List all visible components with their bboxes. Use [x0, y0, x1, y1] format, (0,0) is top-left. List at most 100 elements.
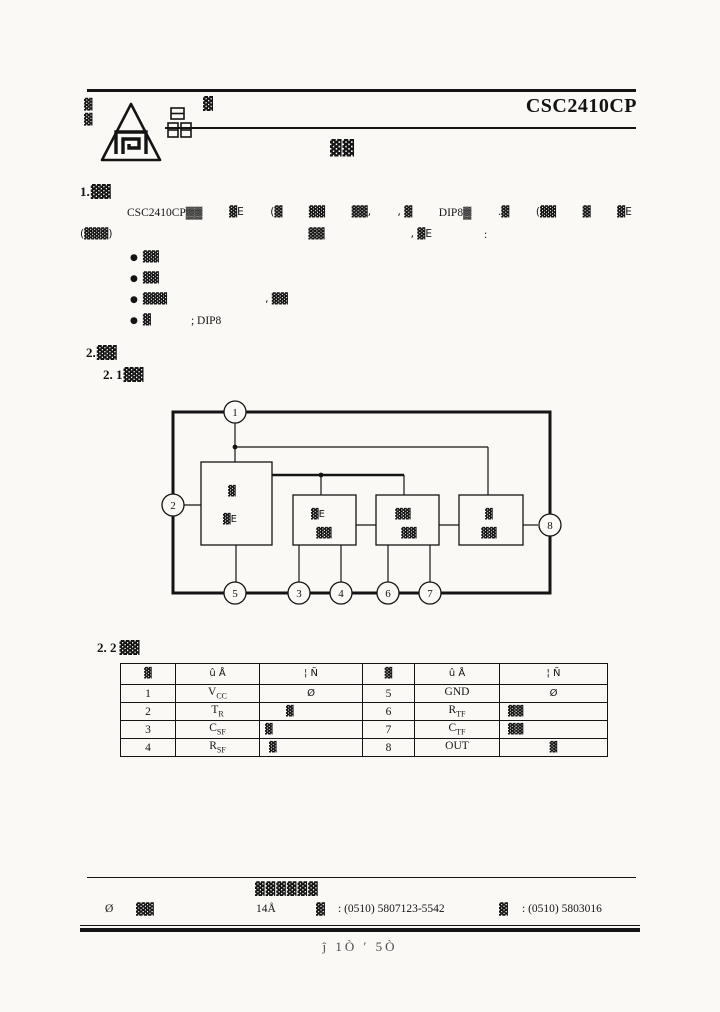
logo-maze-glyph: [114, 130, 148, 154]
footer-tel-number: : (0510) 5807123-5542: [338, 903, 445, 915]
logo-left-mark-1: ▓: [84, 98, 93, 111]
col-header-pin: ▓: [362, 663, 415, 685]
pin-symbol: RSF: [175, 738, 260, 757]
block-labels: ▓ ▓E ▓E ▓▓ ▓▓ ▓▓ ▓ ▓▓: [223, 484, 497, 539]
pin-number: 2: [120, 702, 176, 721]
table-row: 2 TR ▓ 6 RTF ▓▓: [120, 702, 608, 721]
footer-tel-label: ▓: [316, 902, 325, 916]
intro-seg: ▓E: [617, 206, 632, 218]
col-header-function: ¦ Ñ: [259, 663, 363, 685]
col-header-symbol: û Å: [414, 663, 500, 685]
pin-number-left: 2: [170, 500, 176, 512]
pin-number-bottom: 5: [232, 588, 238, 600]
footer-fax-number: : (0510) 5803016: [522, 903, 602, 915]
wire-junction-dot: [318, 472, 324, 478]
section-2-heading: 2.▓▓: [86, 345, 117, 361]
section-2-2-mark: ▓▓: [119, 640, 140, 656]
pin-number-bottom: 7: [427, 588, 433, 600]
intro-seg: ▓▓: [308, 228, 325, 240]
pin-number: 8: [362, 738, 415, 757]
footer-company-name: ▓▓▓▓▓▓: [255, 881, 319, 896]
logo-left-marks: ▓ ▓: [84, 99, 92, 125]
col-header-pin: ▓: [120, 663, 176, 685]
intro-seg: CSC2410CP▓▓: [127, 207, 203, 219]
pin-circle-5: [223, 581, 247, 605]
footer-left-mark-2: ▓▓: [136, 902, 154, 916]
pin-function: Ø: [499, 684, 608, 703]
table-header-row: ▓ û Å ¦ Ñ ▓ û Å ¦ Ñ: [120, 663, 608, 685]
intro-seg: ▓▓: [308, 206, 326, 218]
pin-function: ▓▓: [499, 720, 608, 739]
section-1-number: 1.: [80, 184, 90, 199]
pin-symbol: VCC: [175, 684, 260, 703]
pin-number: 5: [362, 684, 415, 703]
section-2-number: 2.: [86, 345, 96, 360]
pin-symbol: TR: [175, 702, 260, 721]
pin-number: 4: [120, 738, 176, 757]
header-corner-mark: ▓: [203, 97, 213, 112]
bullet-icon: ●: [130, 294, 138, 305]
section-2-1-mark: ▓▓: [123, 367, 144, 383]
intro-seg: , ▓: [397, 206, 413, 218]
intro-seg: ▓▓,: [351, 206, 372, 218]
feature-extra: ; DIP8: [190, 314, 222, 327]
intro-seg: DIP8▓: [438, 207, 472, 219]
diagram-wires: [184, 423, 538, 582]
diagram-blocks: [200, 461, 524, 546]
pin-symbol: CSF: [175, 720, 260, 739]
pin-circle-6: [376, 581, 400, 605]
pin-circle-4: [329, 581, 353, 605]
col-header-function: ¦ Ñ: [499, 663, 608, 685]
feature-item: ● ▓ ; DIP8: [130, 310, 288, 331]
pin-circle-1: [223, 400, 247, 424]
pin-symbol: RTF: [414, 702, 500, 721]
pin-function: ▓: [259, 720, 363, 739]
section-2-2-number: 2. 2: [97, 640, 117, 655]
footer-top-rule: [87, 877, 636, 878]
intro-paragraph-line1: CSC2410CP▓▓ ▓E (▓ ▓▓ ▓▓, , ▓ DIP8▓ .▓ (▓…: [127, 207, 632, 219]
pin-symbol: GND: [414, 684, 500, 703]
pin-circles: [161, 400, 562, 605]
block-d-label-1: ▓: [485, 507, 493, 520]
block-a: [200, 461, 273, 546]
intro-seg: (▓: [270, 206, 283, 218]
pin-circle-2: [161, 493, 185, 517]
pin-function: ▓▓: [499, 702, 608, 721]
pin-function: ▓: [259, 702, 363, 721]
footer-address: 14Å: [256, 903, 276, 915]
section-2-2-heading: 2. 2 ▓▓: [97, 640, 140, 656]
feature-text: ▓▓: [142, 251, 160, 264]
header-subtitle-mark: ▓▓: [330, 139, 356, 157]
page-title: CSC2410CP: [525, 95, 637, 117]
block-b-label-2: ▓▓: [316, 526, 332, 539]
pin-symbol: CTF: [414, 720, 500, 739]
feature-text: ▓: [142, 314, 151, 327]
pin-number: 3: [120, 720, 176, 739]
table-row: 3 CSF ▓ 7 CTF ▓▓: [120, 720, 608, 739]
block-c: [375, 494, 440, 546]
block-b-label-1: ▓E: [311, 507, 325, 520]
block-c-label-2: ▓▓: [401, 526, 417, 539]
pin-number-bottom: 6: [385, 588, 391, 600]
intro-paragraph-line2: (▓▓▓) ▓▓ , ▓E :: [80, 229, 487, 241]
section-1-mark: ▓▓: [90, 184, 111, 200]
pin-number: 1: [120, 684, 176, 703]
bullet-icon: ●: [130, 252, 138, 263]
block-c-label-1: ▓▓: [395, 507, 411, 520]
logo-left-mark-2: ▓: [84, 113, 93, 126]
pin-circle-3: [287, 581, 311, 605]
footer-fax-label: ▓: [499, 902, 508, 916]
block-diagram: ▓ ▓E ▓E ▓▓ ▓▓ ▓▓ ▓ ▓▓ 1 2 8 5 3 4 6 7: [161, 400, 562, 605]
pin-function: Ø: [259, 684, 363, 703]
feature-text: ▓▓: [142, 272, 160, 285]
page-number: ĵ 1Ò ′ 5Ò: [322, 939, 398, 954]
section-2-mark: ▓▓: [96, 345, 117, 361]
pin-number-right: 8: [547, 520, 553, 532]
pin-number-bottom: 3: [296, 588, 302, 600]
pin-number: 6: [362, 702, 415, 721]
pin-circle-7: [418, 581, 442, 605]
block-a-label-2: ▓E: [223, 512, 237, 525]
intro-seg: .▓: [497, 206, 510, 218]
feature-list: ● ▓▓ ● ▓▓ ● ▓▓▓ , ▓▓ ● ▓ ; DIP8: [130, 247, 288, 331]
logo-crystal-glyph: [167, 107, 192, 138]
